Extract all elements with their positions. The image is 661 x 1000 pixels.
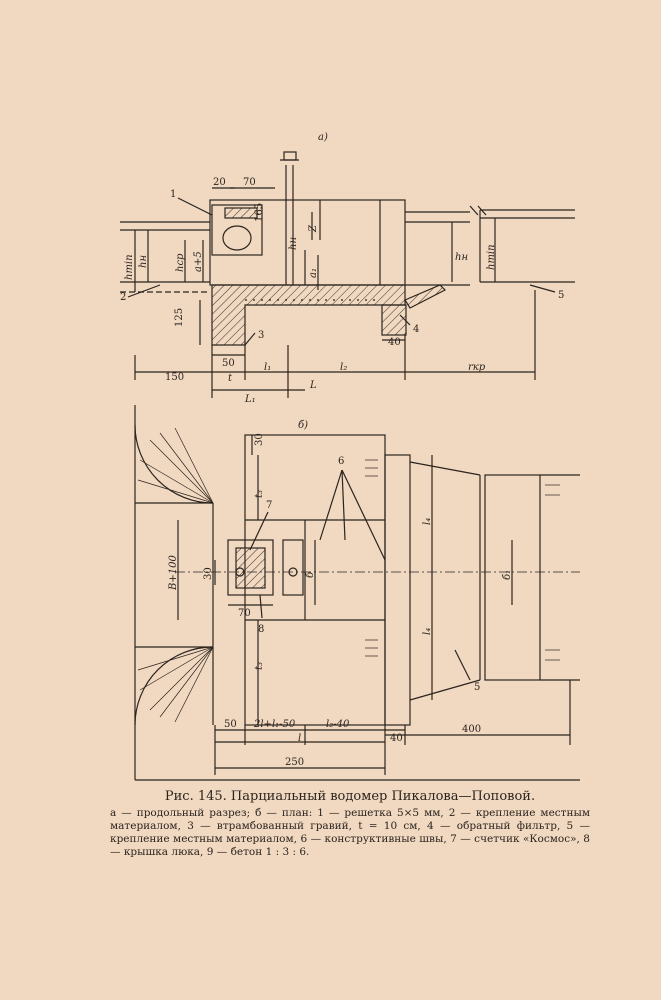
dim-l2-40: l₂-40: [326, 719, 350, 730]
view-a-labels: 20 70 125 150 50 40 t l₁ l₂ L L₁ rкр 165…: [120, 177, 564, 405]
callout-7: 7: [266, 500, 272, 511]
dim-70-meter: 70: [238, 608, 251, 619]
callout-5: 5: [558, 290, 564, 301]
dim-hn-left: hн: [138, 255, 149, 268]
dim-L: L: [309, 380, 317, 391]
dim-l-plan: l: [298, 733, 301, 744]
dim-hn-right: hн: [455, 252, 468, 263]
dim-250: 250: [285, 757, 304, 768]
dim-hmin-left: hmin: [124, 254, 135, 280]
dim-b100: B+100: [168, 555, 179, 591]
dim-l2: l₂: [340, 362, 347, 373]
technical-drawing: а): [120, 132, 580, 781]
dim-hmin-right: hmin: [486, 244, 497, 270]
dim-20: 20: [213, 177, 226, 188]
dim-z: Z: [308, 224, 319, 233]
plan-view-b: б): [134, 405, 580, 781]
dim-165: 165: [254, 203, 265, 222]
dim-125: 125: [174, 308, 185, 327]
caption-title: Рис. 145. Парциальный водомер Пикалова—П…: [164, 789, 536, 804]
dim-t3-top: t₃: [254, 490, 265, 498]
dim-l4-bottom: l₄: [422, 628, 433, 635]
callout-6: 6: [338, 456, 344, 467]
dim-l1: l₁: [264, 362, 271, 373]
dim-150: 150: [165, 372, 184, 383]
view-a-label: а): [318, 132, 328, 143]
callout-1: 1: [170, 189, 176, 200]
dim-L1: L₁: [244, 394, 256, 405]
dim-400: 400: [462, 724, 481, 735]
dim-a5: a+5: [193, 251, 204, 272]
dim-a1: a₁: [308, 268, 319, 278]
dim-50-plan: 50: [224, 719, 237, 730]
dim-50: 50: [222, 358, 235, 369]
dim-40-plan: 40: [390, 733, 403, 744]
dim-b1: б₁: [502, 570, 513, 580]
dim-hcp: hср: [175, 253, 186, 272]
view-b-labels: 30 t₃ t₃ B+100 30 70 50 2l+l₁-50 l₂-40 l…: [168, 433, 513, 768]
dim-rkp: rкр: [468, 362, 486, 373]
dim-40: 40: [388, 337, 401, 348]
callout-5-plan: 5: [474, 682, 480, 693]
callout-8: 8: [258, 624, 264, 635]
dim-t: t: [228, 373, 233, 384]
dim-hn-shaft: hн: [288, 237, 299, 250]
caption-legend: а — продольный разрез; б — план: 1 — реш…: [110, 807, 590, 858]
view-b-label: б): [298, 420, 308, 431]
dim-30-meter: 30: [203, 567, 214, 580]
dim-70: 70: [243, 177, 256, 188]
section-view-a: а): [120, 132, 575, 398]
dim-l4-top: l₄: [422, 518, 433, 525]
dim-2l-l1-50: 2l+l₁-50: [253, 719, 296, 730]
figure-caption: Рис. 145. Парциальный водомер Пикалова—П…: [110, 790, 590, 859]
callout-2: 2: [120, 292, 126, 303]
callout-3: 3: [258, 330, 264, 341]
dim-t3-bottom: t₃: [254, 662, 265, 670]
callout-4: 4: [413, 324, 419, 335]
dim-b: б: [305, 571, 316, 578]
dim-30: 30: [254, 433, 265, 446]
